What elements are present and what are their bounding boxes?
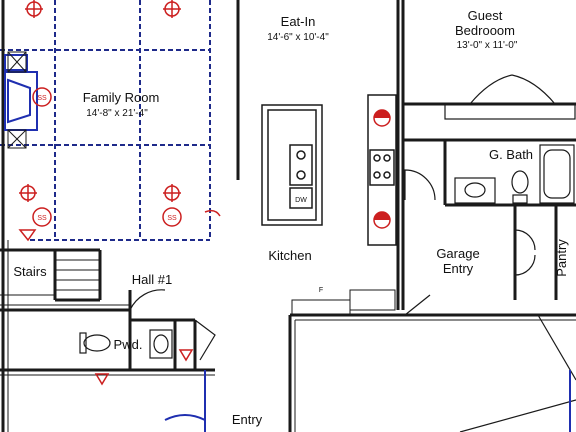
bath-fixtures (454, 144, 575, 204)
hall-label: Hall #1 (132, 272, 172, 287)
eat-in-dims: 14'-6" x 10'-4" (267, 32, 329, 43)
closet-doors (444, 74, 576, 120)
smoke-detector-1: SS (37, 95, 47, 102)
ceiling-dashed-lines (0, 0, 211, 241)
kitchen-label: Kitchen (268, 248, 311, 263)
stair-treads (0, 259, 100, 296)
door-swings (129, 169, 576, 432)
fireplace-hatch (7, 51, 27, 149)
kitchen-island (261, 104, 323, 226)
garage-entry-label-1: Garage (436, 246, 479, 261)
fridge-label: F (319, 287, 323, 294)
smoke-detector-2: SS (37, 215, 47, 222)
guest-bedroom-dims: 13'-0" x 11'-0" (457, 40, 518, 51)
smoke-detector-3: SS (167, 215, 177, 222)
pantry-label: Pantry (554, 239, 569, 277)
eat-in-label: Eat-In (281, 14, 316, 29)
electrical-fills (374, 110, 390, 220)
ceiling-light-2 (163, 0, 181, 18)
dishwasher-label: DW (295, 197, 307, 204)
entry-label: Entry (232, 412, 263, 427)
family-room-label: Family Room (83, 90, 160, 105)
guest-bedroom-label-2: Bedrooom (455, 23, 515, 38)
thin-walls (0, 240, 576, 432)
g-bath-label: G. Bath (489, 147, 533, 162)
family-room-dims: 14'-8" x 21'-4" (86, 108, 148, 119)
ceiling-light-1 (25, 0, 43, 18)
ceiling-light-4 (163, 184, 181, 202)
garage-entry-label-2: Entry (443, 261, 474, 276)
stairs-label: Stairs (13, 264, 47, 279)
guest-bedroom-label-1: Guest (468, 8, 503, 23)
range-counter (367, 94, 397, 246)
windows (164, 370, 571, 432)
powder-fixtures (79, 329, 173, 359)
pwd-label: Pwd. (114, 337, 143, 352)
ceiling-light-3 (19, 184, 37, 202)
